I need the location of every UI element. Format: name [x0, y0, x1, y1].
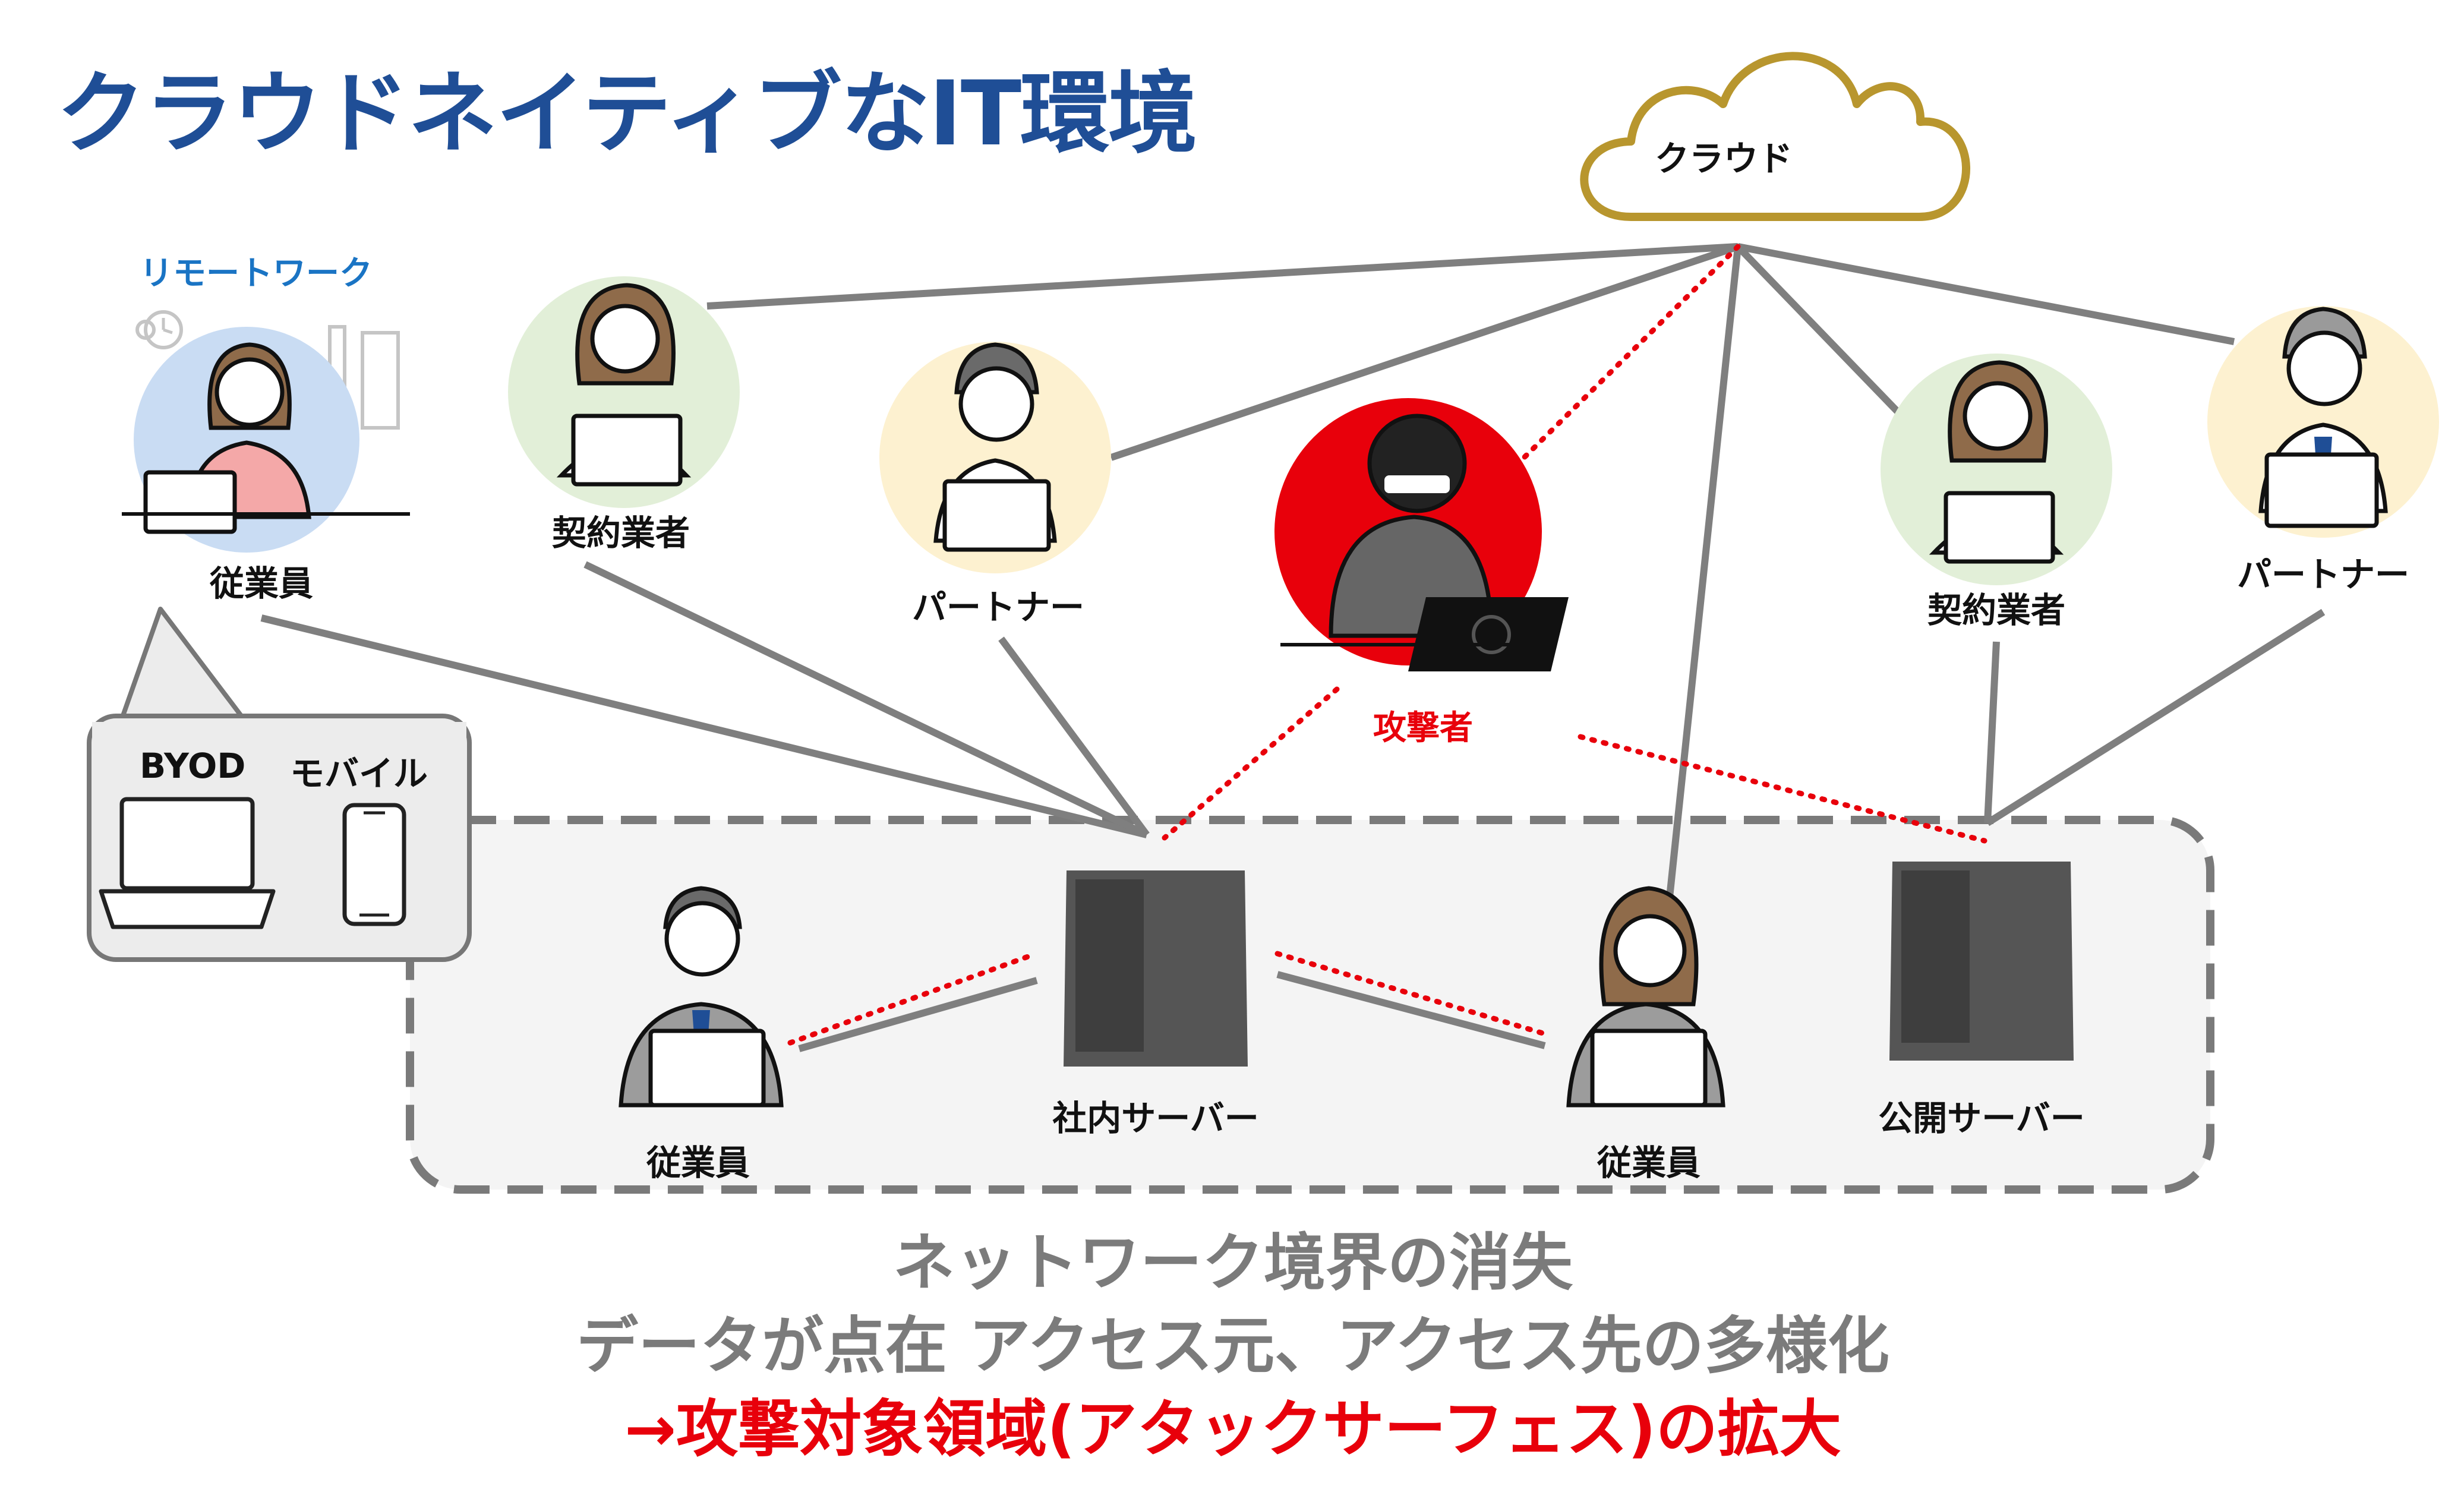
employee-right-icon [1566, 886, 1725, 1108]
network-boundary [406, 816, 2214, 1194]
attacker-label: 攻撃者 [1373, 709, 1473, 747]
employee-right-label: 従業員 [1597, 1143, 1701, 1183]
laptop-icon [99, 797, 276, 929]
internal-server-icon [1064, 870, 1248, 1067]
attacker-icon [1274, 398, 1569, 671]
contractor-right-label: 契約業者 [1927, 590, 2066, 630]
partner-left-icon [879, 342, 1111, 573]
partner-right-label: パートナー [2236, 554, 2410, 595]
footer-line-3: →攻撃対象領域(アタックサーフェス)の拡大 [624, 1393, 1841, 1465]
contractor-right-icon [1881, 354, 2112, 585]
mobile-label: モバイル [290, 753, 428, 794]
internal-server-label: 社内サーバー [1052, 1098, 1259, 1138]
contractor-left-label: 契約業者 [551, 513, 690, 553]
connection-lines [260, 243, 2326, 1052]
employee-left-label: 従業員 [646, 1143, 750, 1183]
partner-left-label: パートナー [911, 587, 1085, 627]
remote-worker-icon [122, 310, 410, 553]
public-server-label: 公開サーバー [1878, 1098, 2085, 1138]
byod-label: BYOD [140, 746, 246, 786]
partner-right-icon [2207, 306, 2439, 538]
remote-work-heading: リモートワーク [140, 254, 373, 293]
footer-line-2: データが点在 アクセス元、アクセス先の多様化 [576, 1310, 1889, 1382]
smartphone-icon [342, 803, 406, 926]
cloud-icon [1580, 52, 1970, 221]
attack-lines [787, 244, 1987, 1046]
contractor-left-icon [508, 276, 740, 508]
remote-employee-label: 従業員 [209, 563, 314, 604]
public-server-icon [1889, 862, 2074, 1061]
cloud-label: クラウド [1655, 138, 1793, 179]
footer-line-1: ネットワーク境界の消失 [892, 1226, 1573, 1299]
device-bubble [87, 607, 472, 962]
page-title: クラウドネイティブなIT環境 [56, 62, 1197, 166]
employee-left-icon [619, 886, 784, 1108]
